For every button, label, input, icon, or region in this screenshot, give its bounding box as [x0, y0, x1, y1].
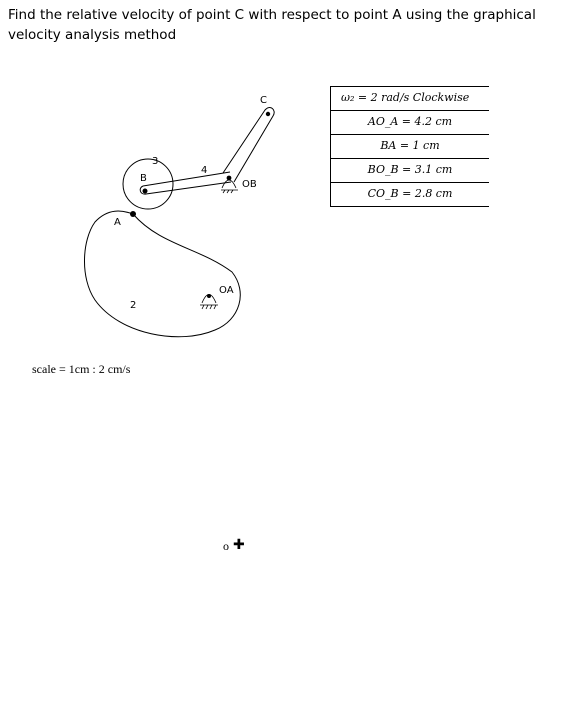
- given-omega: ω₂ = 2 rad/s Clockwise: [331, 87, 489, 111]
- label-a: A: [114, 217, 121, 228]
- label-ob: OB: [242, 179, 257, 190]
- question-text: Find the relative velocity of point C wi…: [8, 7, 536, 43]
- label-b: B: [140, 173, 147, 184]
- given-data-table: ω₂ = 2 rad/s Clockwise AO_A = 4.2 cm BA …: [330, 86, 489, 207]
- pivot-c: [265, 111, 271, 117]
- given-bo-b: BO_B = 3.1 cm: [331, 159, 489, 183]
- label-link-2: 2: [130, 300, 136, 311]
- pivot-ob: [226, 175, 232, 181]
- given-co-b: CO_B = 2.8 cm: [367, 187, 453, 200]
- pivot-b: [142, 188, 148, 194]
- point-a: [130, 211, 136, 217]
- label-oa: OA: [219, 285, 234, 296]
- label-c: C: [260, 95, 267, 106]
- link-ob-c: [222, 107, 275, 183]
- label-link-3: 3: [152, 156, 158, 167]
- mechanism-diagram: C B A 3 4 2 OB OA: [84, 95, 275, 338]
- ground-ob: [221, 179, 238, 194]
- given-ba: BA = 1 cm: [331, 135, 489, 159]
- velocity-origin-label: o: [223, 539, 229, 553]
- ground-oa: [200, 294, 218, 310]
- label-link-4: 4: [201, 165, 207, 176]
- roller-link-3: [122, 158, 174, 210]
- given-ao-a: AO_A = 4.2 cm: [331, 111, 489, 135]
- origin-cross-icon: ✚: [233, 537, 245, 553]
- coupler-link-4: [139, 171, 232, 195]
- scale-label: scale = 1cm : 2 cm/s: [32, 362, 131, 376]
- cam-link-2: [84, 210, 241, 338]
